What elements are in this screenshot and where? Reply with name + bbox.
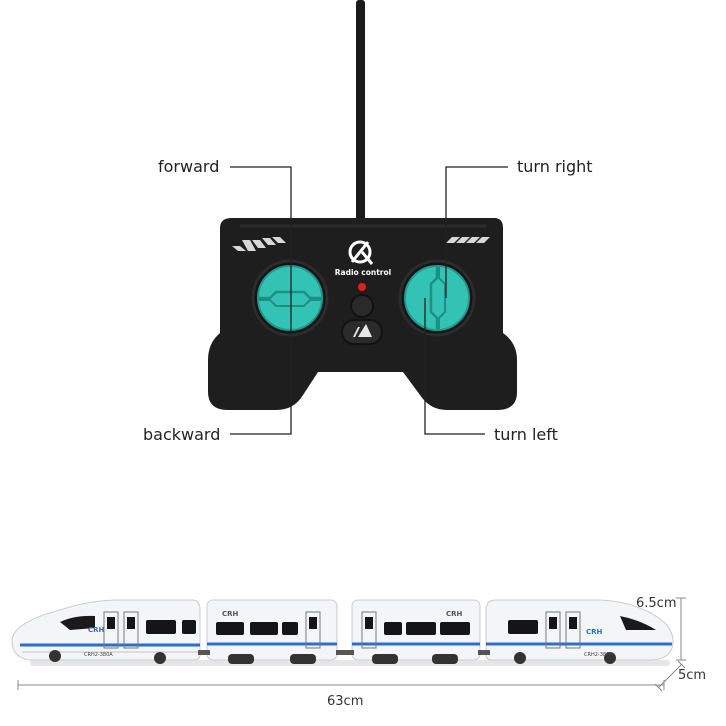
left-joystick[interactable] [251, 259, 329, 337]
remote-control: Radio control [208, 218, 517, 410]
width-dimension-line [654, 660, 686, 692]
middle-car-1-badge: CRH [222, 610, 239, 618]
rear-car-id: CRH2-380A [584, 652, 613, 658]
height-dimension-line [676, 597, 686, 661]
train: CRH CRH CRH CRH CRH2-380A CRH2-380A [11, 599, 674, 666]
train-car-front [11, 599, 201, 664]
dimension-lines [17, 597, 686, 692]
label-turn-left: turn left [494, 425, 558, 444]
length-dimension-line [17, 680, 665, 690]
grip-stripes-left [232, 237, 286, 251]
label-turn-right: turn right [517, 157, 593, 176]
leader-turn-right [445, 166, 508, 298]
label-backward: backward [143, 425, 221, 444]
leader-backward [230, 300, 292, 435]
radio-control-logo-icon [348, 240, 374, 265]
front-car-id: CRH2-380A [84, 652, 113, 658]
antenna [356, 0, 365, 222]
train-car-middle-1 [206, 599, 338, 664]
dimension-height: 6.5cm [636, 596, 677, 611]
train-car-middle-2 [351, 599, 481, 664]
grip-stripes-right [446, 237, 490, 243]
dimension-width: 5cm [678, 668, 707, 683]
remote-brand-text: Radio control [335, 268, 391, 277]
label-forward: forward [158, 157, 220, 176]
dimension-length: 63cm [327, 694, 364, 709]
front-car-badge: CRH [88, 626, 105, 634]
leader-turn-left [424, 298, 485, 435]
leader-forward [230, 166, 292, 300]
power-indicator-light [358, 283, 366, 291]
train-car-rear [485, 599, 674, 664]
center-button[interactable] [350, 294, 374, 318]
middle-car-2-badge: CRH [446, 610, 463, 618]
right-joystick[interactable] [398, 259, 476, 337]
rear-car-badge: CRH [586, 628, 603, 636]
leader-lines [230, 166, 508, 435]
switch-symbol-icon [353, 324, 372, 337]
